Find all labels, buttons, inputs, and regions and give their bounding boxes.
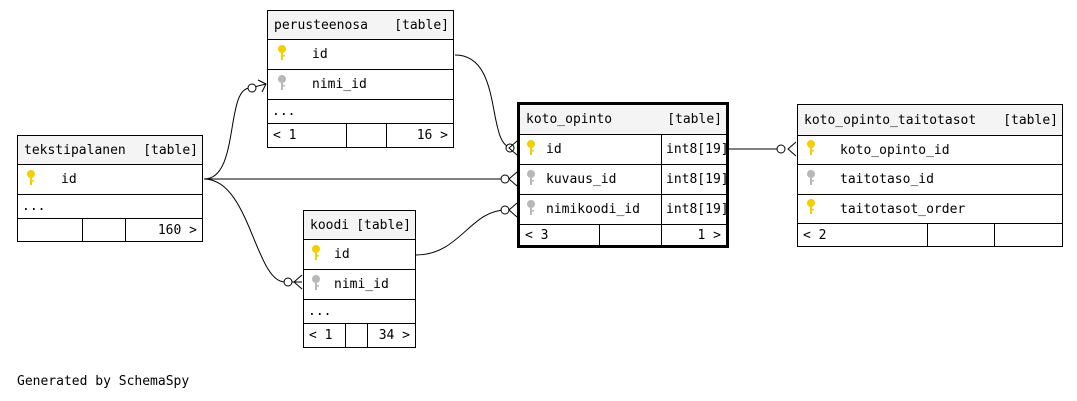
column-name: nimi_id (334, 277, 389, 292)
table-header: koto_opinto_taitotasot [table] (798, 105, 1062, 136)
table-footer: < 2 (798, 224, 1062, 246)
column-row[interactable]: id (18, 165, 202, 195)
edge-tekstipalanen-koodi (203, 178, 302, 283)
parent-count[interactable]: < 2 (798, 224, 928, 246)
table-footer: 160 > (18, 219, 202, 241)
foreign-key-icon (520, 199, 542, 220)
child-count (995, 224, 1062, 246)
table-koodi[interactable]: koodi [table] id nimi_id ... < 1 34 > (303, 210, 416, 348)
crowfoot-marker (508, 202, 518, 218)
child-count[interactable]: 34 > (378, 328, 410, 343)
foreign-key-icon (520, 169, 542, 190)
table-kind: [table] (356, 217, 411, 233)
column-row[interactable]: koto_opinto_id (798, 136, 1062, 165)
primary-key-icon (304, 244, 328, 265)
column-name: id (61, 172, 77, 187)
table-kind: [table] (143, 142, 198, 158)
column-count (600, 225, 662, 245)
crowfoot-marker (508, 171, 518, 187)
table-koto-opinto[interactable]: koto_opinto [table] id int8[19] kuvaus_i… (517, 102, 729, 248)
column-row[interactable]: kuvaus_id int8[19] (520, 165, 729, 195)
foreign-key-icon (304, 274, 328, 295)
crowfoot-marker (293, 274, 303, 290)
crowfoot-marker (787, 141, 797, 157)
table-header: tekstipalanen [table] (18, 136, 202, 165)
table-name: tekstipalanen (24, 142, 126, 158)
primary-key-icon (798, 199, 824, 219)
cardinality-zero-marker (500, 205, 510, 215)
more-columns-ellipsis: ... (268, 100, 453, 124)
column-row[interactable]: taitotasot_order (798, 195, 1062, 224)
child-count[interactable]: 160 > (157, 222, 197, 238)
parent-count[interactable]: < 3 (520, 225, 600, 245)
edge-koodi-koto-opinto (415, 209, 507, 256)
table-header: koodi [table] (304, 211, 415, 240)
column-name: nimi_id (312, 77, 367, 92)
column-name: koto_opinto_id (840, 142, 950, 158)
column-name: taitotasot_order (840, 201, 966, 217)
parent-count (18, 219, 83, 241)
column-row[interactable]: nimikoodi_id int8[19] (520, 195, 729, 225)
edge-perusteenosa-koto-opinto (454, 54, 514, 149)
cardinality-zero-marker (247, 83, 257, 93)
column-name: id (334, 247, 350, 262)
column-row[interactable]: nimi_id (268, 70, 453, 100)
primary-key-icon (798, 140, 824, 160)
primary-key-icon (520, 139, 542, 160)
table-footer: < 1 34 > (304, 324, 415, 347)
child-count[interactable]: 16 > (416, 128, 448, 143)
edge-tekstipalanen-perusteenosa (203, 83, 267, 180)
table-kind: [table] (667, 112, 722, 127)
parent-count[interactable]: < 1 (304, 324, 346, 347)
column-name: nimikoodi_id (546, 202, 640, 217)
column-count (346, 324, 368, 347)
column-count (347, 124, 387, 147)
column-type: int8[19] (661, 165, 729, 194)
foreign-key-icon (798, 169, 824, 190)
generated-by-footer: Generated by SchemaSpy (17, 374, 190, 389)
table-kind: [table] (394, 17, 449, 33)
table-kind: [table] (1003, 112, 1058, 128)
column-row[interactable]: id (304, 240, 415, 270)
table-name: koto_opinto (526, 112, 613, 127)
column-type: int8[19] (661, 195, 729, 224)
table-footer: < 3 1 > (520, 225, 726, 245)
table-header: koto_opinto [table] (520, 105, 726, 135)
table-tekstipalanen[interactable]: tekstipalanen [table] id ... 160 > (17, 135, 203, 242)
table-name: koto_opinto_taitotasot (804, 112, 977, 128)
child-count[interactable]: 1 > (697, 227, 721, 243)
column-name: id (546, 142, 562, 157)
parent-count[interactable]: < 1 (268, 124, 347, 147)
column-type: int8[19] (661, 135, 729, 164)
column-name: id (312, 47, 328, 62)
table-koto-opinto-taitotasot[interactable]: koto_opinto_taitotasot [table] koto_opin… (797, 104, 1063, 247)
table-name: perusteenosa (274, 17, 368, 33)
crowfoot-marker (257, 79, 267, 93)
column-row[interactable]: id (268, 40, 453, 70)
table-name: koodi (310, 217, 350, 233)
table-perusteenosa[interactable]: perusteenosa [table] id nimi_id ... < 1 … (267, 10, 454, 148)
more-columns-ellipsis: ... (304, 300, 415, 324)
primary-key-icon (18, 169, 44, 190)
column-row[interactable]: taitotaso_id (798, 165, 1062, 195)
column-count (83, 219, 126, 241)
column-name: kuvaus_id (546, 172, 617, 187)
crowfoot-marker (508, 140, 518, 156)
table-footer: < 1 16 > (268, 124, 453, 147)
column-row[interactable]: id int8[19] (520, 135, 729, 165)
more-columns-ellipsis: ... (18, 195, 202, 219)
primary-key-icon (268, 44, 296, 65)
column-count (928, 224, 995, 246)
cardinality-zero-marker (283, 277, 293, 287)
column-row[interactable]: nimi_id (304, 270, 415, 300)
cardinality-zero-marker (776, 144, 786, 154)
table-header: perusteenosa [table] (268, 11, 453, 40)
foreign-key-icon (268, 74, 296, 95)
cardinality-zero-marker (500, 174, 510, 184)
column-name: taitotaso_id (840, 172, 934, 187)
